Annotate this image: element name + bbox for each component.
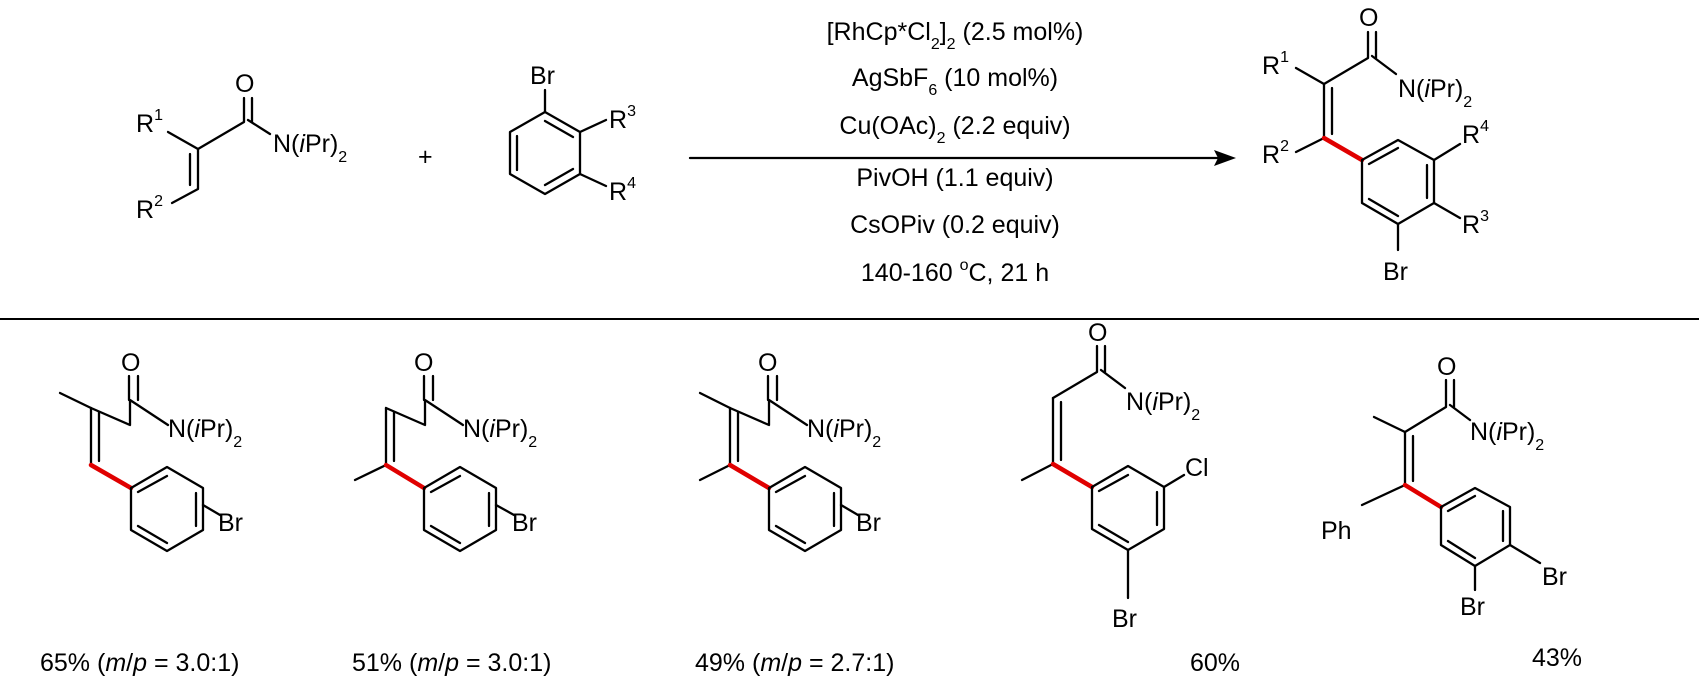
amide-group: N(iPr)2 [463, 415, 537, 451]
product-5: O N(iPr)2 Ph Br Br 43% [1321, 353, 1582, 672]
substituent-r3: R3 [609, 103, 636, 134]
substituent-r1: R1 [136, 107, 163, 138]
amide-group: N(iPr)2 [1470, 418, 1544, 454]
reactant-aryl-bromide: Br R3 R4 [508, 62, 636, 206]
atom-br: Br [1112, 605, 1137, 633]
condition-catalyst: [RhCp*Cl2]2 (2.5 mol%) [827, 18, 1084, 53]
amide-group: N(iPr)2 [168, 415, 242, 451]
atom-o: O [414, 349, 433, 377]
atom-o: O [1437, 353, 1456, 381]
substituent-r2: R2 [1262, 138, 1289, 169]
product-4: O N(iPr)2 Cl Br 60% [1020, 319, 1240, 677]
atom-o: O [1359, 4, 1378, 32]
general-product: O N(iPr)2 R1 R2 R4 R3 Br [1262, 4, 1489, 286]
substituent-r1: R1 [1262, 49, 1289, 80]
product-3-yield: 49% (m/p = 2.7:1) [695, 649, 894, 677]
atom-br: Br [1542, 563, 1567, 591]
substituent-r2: R2 [136, 193, 163, 224]
atom-br: Br [512, 509, 537, 537]
atom-br: Br [856, 509, 881, 537]
amide-group: N(iPr)2 [273, 130, 347, 166]
substituent-r4: R4 [609, 175, 636, 206]
amide-group: N(iPr)2 [1398, 75, 1472, 111]
product-3: O N(iPr)2 Br 49% (m/p = 2.7:1) [695, 349, 894, 677]
amide-group: N(iPr)2 [1126, 388, 1200, 424]
atom-o: O [1088, 319, 1107, 347]
atom-br: Br [218, 509, 243, 537]
product-1: O N(iPr)2 Br 65% (m/p = 3.0:1) [40, 349, 243, 677]
condition-acid: PivOH (1.1 equiv) [856, 164, 1053, 192]
condition-silver: AgSbF6 (10 mol%) [852, 64, 1058, 99]
atom-cl: Cl [1185, 454, 1209, 482]
product-4-yield: 60% [1190, 649, 1240, 677]
atom-br: Br [530, 62, 555, 90]
reaction-conditions: [RhCp*Cl2]2 (2.5 mol%) AgSbF6 (10 mol%) … [827, 18, 1084, 287]
substituent-r4: R4 [1462, 118, 1489, 149]
condition-copper: Cu(OAc)2 (2.2 equiv) [839, 112, 1070, 147]
product-5-yield: 43% [1532, 644, 1582, 672]
substituent-r3: R3 [1462, 208, 1489, 239]
atom-br: Br [1460, 593, 1485, 621]
condition-temperature: 140-160 oC, 21 h [861, 257, 1049, 287]
atom-o: O [121, 349, 140, 377]
product-2: O N(iPr)2 Br 51% (m/p = 3.0:1) [352, 349, 551, 677]
reaction-arrow [688, 150, 1236, 166]
amide-group: N(iPr)2 [807, 415, 881, 451]
plus-sign: + [418, 143, 433, 171]
atom-o: O [235, 70, 254, 98]
product-1-yield: 65% (m/p = 3.0:1) [40, 649, 239, 677]
group-ph: Ph [1321, 517, 1352, 545]
condition-base: CsOPiv (0.2 equiv) [850, 211, 1060, 239]
product-2-yield: 51% (m/p = 3.0:1) [352, 649, 551, 677]
atom-o: O [758, 349, 777, 377]
reactant-acrylamide: O N(iPr)2 R1 R2 [136, 70, 347, 224]
atom-br: Br [1383, 258, 1408, 286]
